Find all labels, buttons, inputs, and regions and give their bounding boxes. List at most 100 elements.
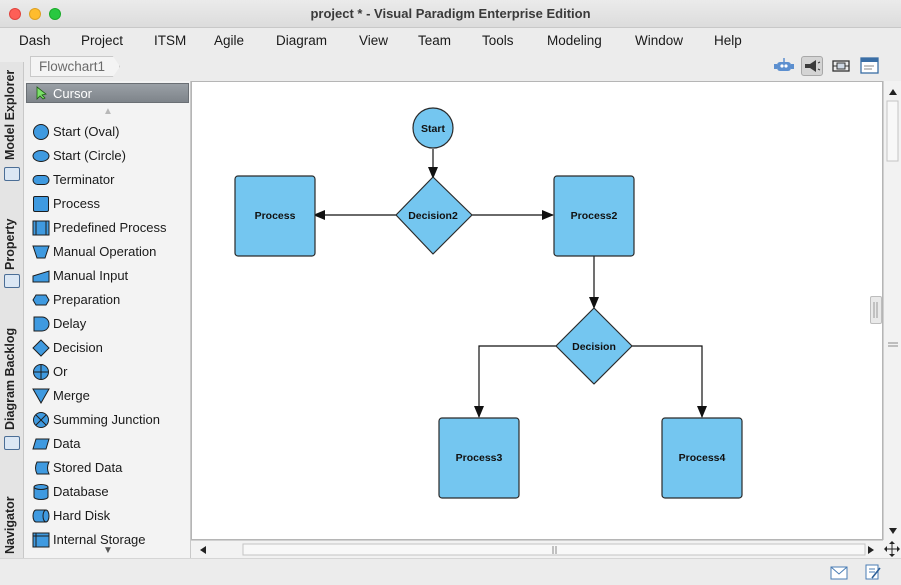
node-decision2-label: Decision2 [408, 210, 458, 222]
node-process3-label: Process3 [456, 452, 503, 464]
breadcrumb-bar: Flowchart1 [0, 53, 901, 81]
horizontal-scrollbar[interactable] [191, 540, 883, 558]
connector-decision-process4[interactable] [632, 345, 707, 418]
predefined-process-icon [32, 220, 50, 236]
pan-move-icon[interactable] [883, 540, 901, 558]
palette-terminator[interactable]: Terminator [28, 169, 188, 191]
palette-label: Preparation [53, 292, 121, 307]
scroll-left-arrow-icon[interactable] [200, 546, 206, 554]
menu-dash[interactable]: Dash [19, 33, 51, 48]
minimize-window-button[interactable] [29, 8, 41, 20]
palette-label: Internal Storage [53, 532, 146, 547]
connector-decision-process3[interactable] [474, 345, 556, 418]
menu-view[interactable]: View [359, 33, 389, 48]
menu-agile[interactable]: Agile [214, 33, 245, 48]
palette-predefined-process[interactable]: Predefined Process [28, 217, 188, 239]
vertical-scroll-thumb[interactable] [886, 100, 899, 162]
scroll-right-arrow-icon[interactable] [868, 546, 874, 554]
merge-icon [32, 388, 50, 405]
node-process3[interactable]: Process3 [438, 417, 520, 499]
robot-assistant-icon[interactable] [773, 56, 795, 76]
window-title: project * - Visual Paradigm Enterprise E… [310, 6, 591, 21]
palette-label: Data [53, 436, 81, 451]
tab-model-explorer-label: Model Explorer [3, 69, 17, 160]
tab-navigator-label: Navigator [3, 496, 17, 554]
palette-delay[interactable]: Delay [28, 313, 188, 335]
manual-input-icon [32, 270, 50, 283]
menu-modeling[interactable]: Modeling [547, 33, 602, 48]
menu-itsm[interactable]: ITSM [154, 33, 187, 48]
announcement-icon[interactable] [801, 56, 823, 76]
palette-label: Delay [53, 316, 87, 331]
tab-model-explorer[interactable]: Model Explorer [0, 62, 24, 186]
tab-diagram-backlog-label: Diagram Backlog [3, 327, 17, 430]
palette-preparation[interactable]: Preparation [28, 289, 188, 311]
property-icon [4, 274, 20, 288]
cursor-tool[interactable]: Cursor [26, 83, 189, 103]
internal-storage-icon [32, 532, 50, 548]
title-bar: project * - Visual Paradigm Enterprise E… [0, 0, 901, 28]
model-explorer-icon [4, 167, 20, 181]
stored-data-icon [35, 461, 50, 475]
palette-start-circle[interactable]: Start (Circle) [28, 145, 188, 167]
breadcrumb-flowchart[interactable]: Flowchart1 [30, 56, 121, 77]
close-window-button[interactable] [9, 8, 21, 20]
menu-bar: Dash Project ITSM Agile Diagram View Tea… [0, 28, 901, 53]
palette-manual-operation[interactable]: Manual Operation [28, 241, 188, 263]
node-process2[interactable]: Process2 [553, 175, 635, 257]
palette-scroll-down-icon[interactable]: ▼ [103, 545, 113, 556]
palette-decision[interactable]: Decision [28, 337, 188, 359]
scroll-down-arrow-icon[interactable] [889, 528, 897, 534]
tab-diagram-backlog[interactable]: Diagram Backlog [0, 320, 24, 454]
node-decision2[interactable]: Decision2 [395, 176, 473, 255]
palette-internal-storage[interactable]: Internal Storage [28, 529, 188, 551]
menu-diagram[interactable]: Diagram [276, 33, 328, 48]
node-decision[interactable]: Decision [555, 307, 633, 385]
palette-process[interactable]: Process [28, 193, 188, 215]
scroll-up-arrow-icon[interactable] [889, 89, 897, 95]
palette-label: Database [53, 484, 109, 499]
fit-diagram-icon[interactable] [830, 56, 852, 76]
menu-project[interactable]: Project [81, 33, 124, 48]
palette-scroll-up-icon[interactable]: ▲ [103, 106, 113, 117]
palette-data[interactable]: Data [28, 433, 188, 455]
horizontal-scroll-thumb[interactable] [242, 543, 866, 556]
mail-icon[interactable] [830, 566, 848, 580]
decision-icon [32, 339, 50, 357]
menu-tools[interactable]: Tools [482, 33, 514, 48]
node-process[interactable]: Process [234, 175, 316, 257]
diagram-canvas[interactable]: Start Decision2 Process Process2 Decisio… [191, 81, 883, 540]
palette-label: Or [53, 364, 68, 379]
menu-help[interactable]: Help [714, 33, 742, 48]
process-icon [33, 196, 49, 212]
palette-stored-data[interactable]: Stored Data [28, 457, 188, 479]
start-circle-icon [32, 150, 50, 162]
diagram-backlog-icon [4, 436, 20, 450]
palette-label: Start (Oval) [53, 124, 120, 139]
palette-summing-junction[interactable]: Summing Junction [28, 409, 188, 431]
palette-database[interactable]: Database [28, 481, 188, 503]
zoom-window-button[interactable] [49, 8, 61, 20]
palette-label: Summing Junction [53, 412, 160, 427]
palette-manual-input[interactable]: Manual Input [28, 265, 188, 287]
menu-window[interactable]: Window [635, 33, 684, 48]
flowchart-diagram: Start Decision2 Process Process2 Decisio… [234, 107, 743, 499]
palette-hard-disk[interactable]: Hard Disk [28, 505, 188, 527]
panel-resize-handle[interactable] [870, 296, 882, 324]
start-oval-icon [33, 124, 49, 140]
palette-merge[interactable]: Merge [28, 385, 188, 407]
node-process4[interactable]: Process4 [661, 417, 743, 499]
palette-or[interactable]: Or [28, 361, 188, 383]
layout-panel-icon[interactable] [859, 56, 881, 76]
tab-property[interactable]: Property [0, 214, 24, 294]
node-process-label: Process [255, 210, 296, 222]
palette-start-oval[interactable]: Start (Oval) [28, 121, 188, 143]
menu-team[interactable]: Team [418, 33, 452, 48]
palette-label: Manual Input [53, 268, 129, 283]
edit-document-icon[interactable] [864, 563, 882, 581]
vertical-scrollbar[interactable] [883, 81, 901, 540]
tab-navigator[interactable]: Navigator [0, 472, 24, 558]
node-start[interactable]: Start [412, 107, 454, 149]
node-start-label: Start [421, 123, 445, 135]
delay-icon [33, 316, 50, 332]
